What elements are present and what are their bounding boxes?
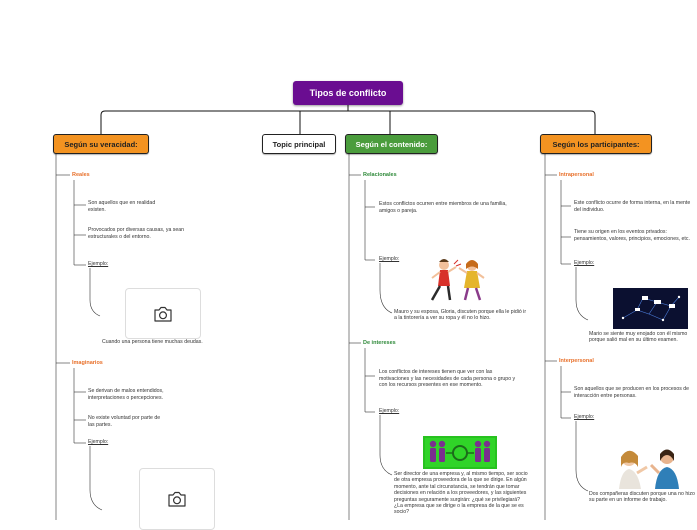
intereses-item-1: Los conflictos de intereses tienen que v… — [379, 369, 516, 389]
subtopic-interpersonal[interactable]: Interpersonal — [559, 358, 594, 364]
mind-network-image[interactable] — [613, 288, 688, 329]
subtopic-imaginarios[interactable]: Imaginarios — [72, 360, 103, 366]
couple-arguing-image[interactable] — [420, 256, 494, 304]
reales-item-2: Provocados por diversas causas, ya sean … — [88, 227, 185, 240]
reales-ejemplo: Ejemplo: — [88, 261, 109, 267]
topic-contenido[interactable]: Según el contenido: — [345, 134, 438, 154]
intrapersonal-caption: Mario se siente muy enojado con él mismo… — [589, 331, 688, 344]
imaginarios-item-2: No existe voluntad por parte de las part… — [88, 415, 161, 428]
reales-caption: Cuando una persona tiene muchas deudas. — [102, 339, 203, 345]
topic-participantes[interactable]: Según los participantes: — [540, 134, 652, 154]
topic-veracidad[interactable]: Según su veracidad: — [53, 134, 149, 154]
topic-principal[interactable]: Topic principal — [262, 134, 336, 154]
image-placeholder[interactable] — [125, 288, 201, 339]
intereses-caption: Ser director de una empresa y, al mismo … — [394, 471, 528, 516]
camera-icon — [168, 491, 186, 507]
reales-item-1: Son aquellos que en realidad existen. — [88, 200, 156, 213]
interpersonal-caption: Dos compañeras discuten porque una no hi… — [589, 491, 695, 504]
coworkers-arguing-image[interactable] — [611, 443, 689, 489]
imaginarios-ejemplo: Ejemplo: — [88, 439, 109, 445]
relacionales-caption: Mauro y su esposa, Gloria, discuten porq… — [394, 309, 527, 322]
imaginarios-item-1: Se derivan de malos entendidos, interpre… — [88, 388, 164, 401]
conflict-of-interest-image[interactable] — [423, 436, 497, 469]
interpersonal-ejemplo: Ejemplo: — [574, 414, 595, 420]
subtopic-relacionales[interactable]: Relacionales — [363, 172, 397, 178]
subtopic-intereses[interactable]: De intereses — [363, 340, 396, 346]
relacionales-ejemplo: Ejemplo: — [379, 256, 400, 262]
image-placeholder[interactable] — [139, 468, 215, 530]
subtopic-intrapersonal[interactable]: Intrapersonal — [559, 172, 594, 178]
root-topic[interactable]: Tipos de conflicto — [293, 81, 403, 105]
intrapersonal-item-2: Tiene su origen en los eventos privados:… — [574, 229, 690, 242]
camera-icon — [154, 306, 172, 322]
subtopic-reales[interactable]: Reales — [72, 172, 90, 178]
intrapersonal-ejemplo: Ejemplo: — [574, 260, 595, 266]
intereses-ejemplo: Ejemplo: — [379, 408, 400, 414]
intrapersonal-item-1: Este conflicto ocurre de forma interna, … — [574, 200, 691, 213]
interpersonal-item-1: Son aquellos que se producen en los proc… — [574, 386, 690, 399]
relacionales-item-1: Estos conflictos ocurren entre miembros … — [379, 201, 507, 214]
